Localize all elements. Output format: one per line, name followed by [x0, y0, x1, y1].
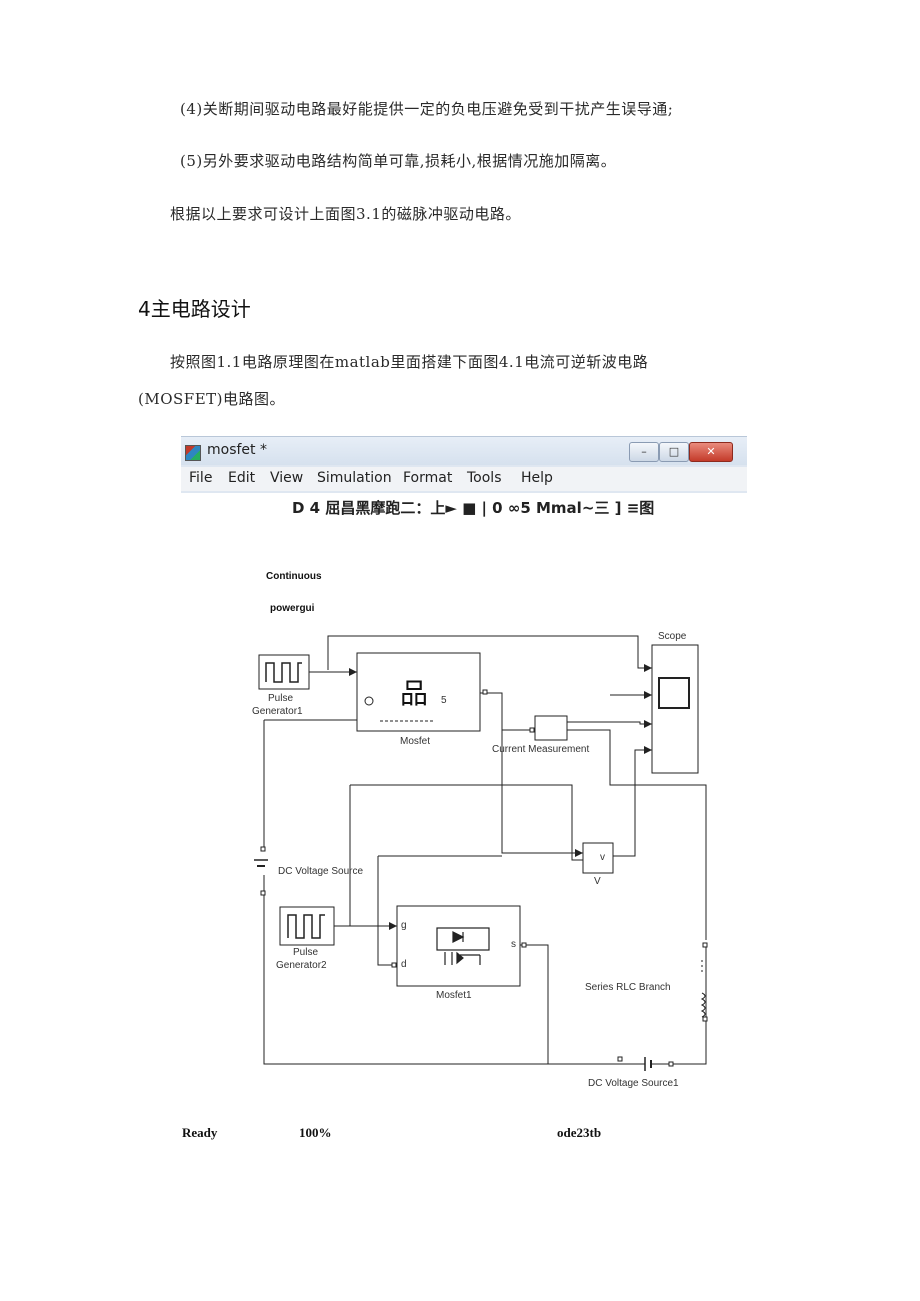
- scope-label: Scope: [658, 631, 687, 642]
- close-button[interactable]: ✕: [689, 442, 733, 462]
- menu-simulation[interactable]: Simulation: [317, 470, 392, 486]
- paragraph-mosfet-caption: (MOSFET)电路图。: [138, 390, 285, 408]
- pulse-generator2-label-2: Generator2: [276, 960, 327, 971]
- menu-help[interactable]: Help: [521, 470, 553, 486]
- paragraph-matlab-intro: 按照图1.1电路原理图在matlab里面搭建下面图4.1电流可逆斩波电路: [170, 353, 649, 371]
- voltmeter-label: V: [594, 876, 601, 887]
- scope-screen-icon: [658, 677, 690, 709]
- minimize-button[interactable]: –: [629, 442, 659, 462]
- pulse-wave-icon-2: [287, 914, 325, 939]
- menu-tools[interactable]: Tools: [467, 470, 502, 486]
- mosfet1-pin-d: d: [401, 959, 407, 970]
- circuit-wiring: [254, 635, 708, 1071]
- continuous-label: Continuous: [266, 571, 322, 582]
- mosfet-block: [356, 652, 481, 732]
- toolbar-ocr-text: D 4 屈昌黑摩跑二：上► ■ | 0 ∞5 Mmal~三 ] ≡图: [292, 499, 655, 517]
- section-heading: 4主电路设计: [138, 297, 251, 321]
- pulse-generator1-label-2: Generator1: [252, 706, 303, 717]
- paragraph-design-conclusion: 根据以上要求可设计上面图3.1的磁脉冲驱动电路。: [170, 205, 521, 223]
- current-measurement-block: [534, 715, 568, 741]
- status-solver: ode23tb: [557, 1125, 602, 1140]
- current-measurement-label: Current Measurement: [492, 744, 590, 755]
- pulse-wave-icon-1: [265, 662, 302, 683]
- menu-bar: File Edit View Simulation Format Tools H…: [181, 467, 747, 491]
- mosfet1-pin-g: g: [401, 920, 407, 931]
- window-titlebar: mosfet * – □ ✕: [181, 437, 747, 465]
- pulse-generator1-label-1: Pulse: [268, 693, 294, 704]
- menu-edit[interactable]: Edit: [228, 470, 256, 486]
- mosfet-circle-icon: [364, 696, 374, 706]
- rlc-inductor-icon: [700, 992, 706, 1018]
- menu-file[interactable]: File: [189, 470, 213, 486]
- voltmeter-inner-label: v: [600, 852, 605, 863]
- mosfet-label: Mosfet: [400, 736, 431, 747]
- dc-voltage-source1-label: DC Voltage Source1: [588, 1078, 679, 1089]
- matlab-app-icon: [185, 445, 201, 461]
- dc-voltage-source-label: DC Voltage Source: [278, 866, 364, 877]
- menu-view[interactable]: View: [270, 470, 304, 486]
- mosfet1-pin-s: s: [511, 939, 516, 950]
- pulse-generator2-block: [279, 906, 335, 946]
- voltmeter-block: [582, 842, 614, 874]
- simulink-window: mosfet * – □ ✕ File Edit View Simulation…: [181, 436, 747, 493]
- mosfet-symbol: 品: [400, 677, 429, 710]
- mosfet1-block: [396, 905, 521, 987]
- paragraph-negative-voltage: (4)关断期间驱动电路最好能提供一定的负电压避免受到干扰产生误导通;: [180, 100, 674, 118]
- window-title: mosfet *: [207, 442, 267, 458]
- maximize-button[interactable]: □: [659, 442, 689, 462]
- paragraph-simple-structure: (5)另外要求驱动电路结构简单可靠,损耗小,根据情况施加隔离。: [180, 152, 617, 170]
- mosfet1-transistor-icon: [436, 927, 490, 965]
- pulse-generator2-label-1: Pulse: [293, 947, 319, 958]
- menu-format[interactable]: Format: [403, 470, 453, 486]
- series-rlc-label: Series RLC Branch: [585, 982, 671, 993]
- pulse-generator1-block: [258, 654, 310, 690]
- powergui-label[interactable]: powergui: [270, 603, 315, 614]
- mosfet-pin-label: 5: [441, 695, 447, 706]
- mosfet1-label: Mosfet1: [436, 990, 472, 1001]
- simulink-diagram: Continuous powergui Scope Pulse Generato…: [230, 560, 720, 1100]
- status-zoom: 100%: [299, 1125, 332, 1140]
- status-ready: Ready: [182, 1125, 218, 1140]
